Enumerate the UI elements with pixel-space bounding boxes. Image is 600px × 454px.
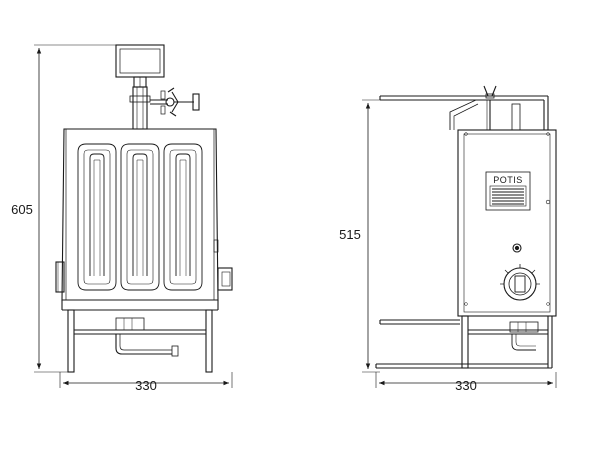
front-stand (67, 309, 213, 373)
side-knob-left (55, 261, 65, 293)
side-knob-right (213, 239, 233, 291)
side-view: POTIS (339, 85, 557, 393)
brand-label: POTIS (493, 175, 523, 185)
front-width-label: 330 (135, 378, 157, 393)
side-cabinet (457, 129, 557, 317)
brand-plate (485, 171, 531, 211)
wing-handle (150, 87, 200, 117)
control-knob (500, 264, 540, 301)
heating-panel-right (163, 143, 203, 291)
front-width-dimension (59, 372, 233, 388)
front-height-label: 605 (11, 202, 33, 217)
spit-shaft (129, 86, 151, 130)
heating-panel-center (120, 143, 160, 291)
top-control-box (115, 44, 165, 88)
front-height-dimension (34, 44, 120, 373)
indicator-lamp (512, 243, 522, 253)
side-width-label: 330 (455, 378, 477, 393)
side-height-dimension (362, 99, 380, 373)
wing-nut (483, 85, 497, 130)
side-stand (375, 315, 553, 369)
side-width-dimension (375, 372, 557, 388)
front-view: 605 330 (11, 44, 233, 393)
top-frame (379, 95, 549, 131)
front-housing (61, 128, 219, 311)
heating-panel-left (77, 143, 117, 291)
side-height-label: 515 (339, 227, 361, 242)
